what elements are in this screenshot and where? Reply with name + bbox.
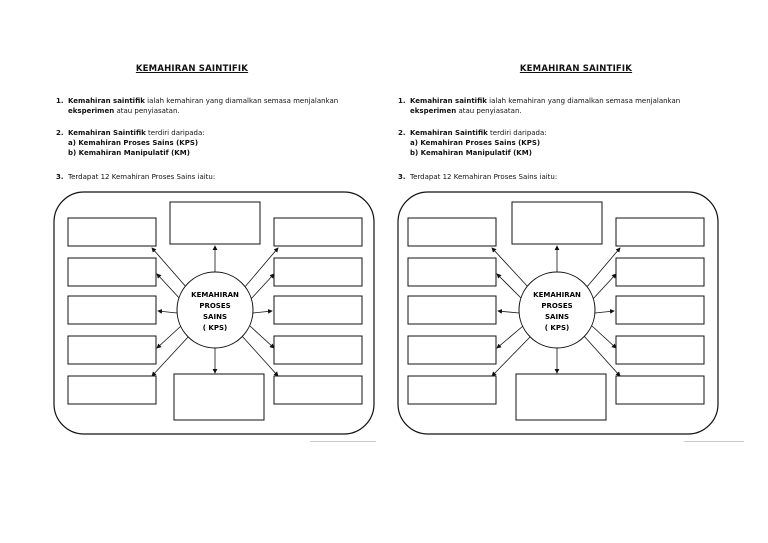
diagram-frame (397, 191, 719, 435)
answer-box[interactable] (67, 295, 157, 325)
sub-item-b: b) Kemahiran Manipulatif (KM) (68, 149, 190, 157)
answer-box[interactable] (273, 335, 363, 365)
center-label: SAINS (203, 313, 227, 321)
kps-mind-map: KEMAHIRAN PROSES SAINS ( KPS) (53, 191, 375, 435)
sub-item-a: a) Kemahiran Proses Sains (KPS) (410, 139, 541, 147)
worksheet-right: KEMAHIRAN SAINTIFIK 1. Kemahiran saintif… (384, 0, 768, 543)
divider (684, 441, 744, 442)
answer-box[interactable] (67, 375, 157, 405)
answer-box[interactable] (511, 201, 603, 245)
worksheet-title: KEMAHIRAN SAINTIFIK (135, 64, 249, 74)
item-3: 3. Terdapat 12 Kemahiran Proses Sains ia… (56, 173, 216, 181)
worksheet-title: KEMAHIRAN SAINTIFIK (519, 64, 633, 74)
item-3: 3. Terdapat 12 Kemahiran Proses Sains ia… (398, 173, 558, 181)
answer-box[interactable] (407, 217, 497, 247)
answer-box[interactable] (67, 217, 157, 247)
answer-box[interactable] (615, 217, 705, 247)
center-label: KEMAHIRAN (533, 291, 581, 299)
answer-box[interactable] (515, 373, 607, 421)
item-number: 2. (56, 129, 64, 137)
answer-box[interactable] (615, 295, 705, 325)
divider (310, 441, 376, 442)
center-label: ( KPS) (203, 324, 227, 332)
answer-box[interactable] (273, 217, 363, 247)
kps-mind-map: KEMAHIRAN PROSES SAINS ( KPS) (397, 191, 719, 435)
diagram-frame (53, 191, 375, 435)
center-label: KEMAHIRAN (191, 291, 239, 299)
item-number: 3. (56, 173, 64, 181)
center-node (176, 271, 254, 349)
center-label: SAINS (545, 313, 569, 321)
answer-box[interactable] (169, 201, 261, 245)
answer-box[interactable] (407, 375, 497, 405)
item-number: 3. (398, 173, 406, 181)
answer-box[interactable] (67, 335, 157, 365)
center-label: PROSES (541, 302, 572, 310)
item-number: 1. (56, 97, 64, 105)
answer-box[interactable] (273, 295, 363, 325)
item-1: 1. Kemahiran saintifik ialah kemahiran y… (56, 97, 339, 115)
center-label: ( KPS) (545, 324, 569, 332)
answer-box[interactable] (615, 335, 705, 365)
answer-box[interactable] (407, 257, 497, 287)
answer-box[interactable] (615, 257, 705, 287)
sub-item-a: a) Kemahiran Proses Sains (KPS) (68, 139, 199, 147)
center-node (518, 271, 596, 349)
arrows (151, 245, 279, 377)
item-2: 2. Kemahiran Saintifik terdiri daripada:… (56, 128, 376, 158)
answer-box[interactable] (615, 375, 705, 405)
sub-item-b: b) Kemahiran Manipulatif (KM) (410, 149, 532, 157)
worksheet-left: KEMAHIRAN SAINTIFIK 1. Kemahiran saintif… (53, 64, 376, 442)
item-number: 1. (398, 97, 406, 105)
center-label: PROSES (199, 302, 230, 310)
answer-box[interactable] (173, 373, 265, 421)
answer-box[interactable] (67, 257, 157, 287)
item-number: 2. (398, 129, 406, 137)
answer-box[interactable] (273, 257, 363, 287)
item-2: 2. Kemahiran Saintifik terdiri daripada:… (398, 128, 718, 158)
item-1: 1. Kemahiran saintifik ialah kemahiran y… (398, 97, 681, 115)
answer-box[interactable] (273, 375, 363, 405)
answer-box[interactable] (407, 335, 497, 365)
answer-box[interactable] (407, 295, 497, 325)
arrows (491, 245, 621, 377)
